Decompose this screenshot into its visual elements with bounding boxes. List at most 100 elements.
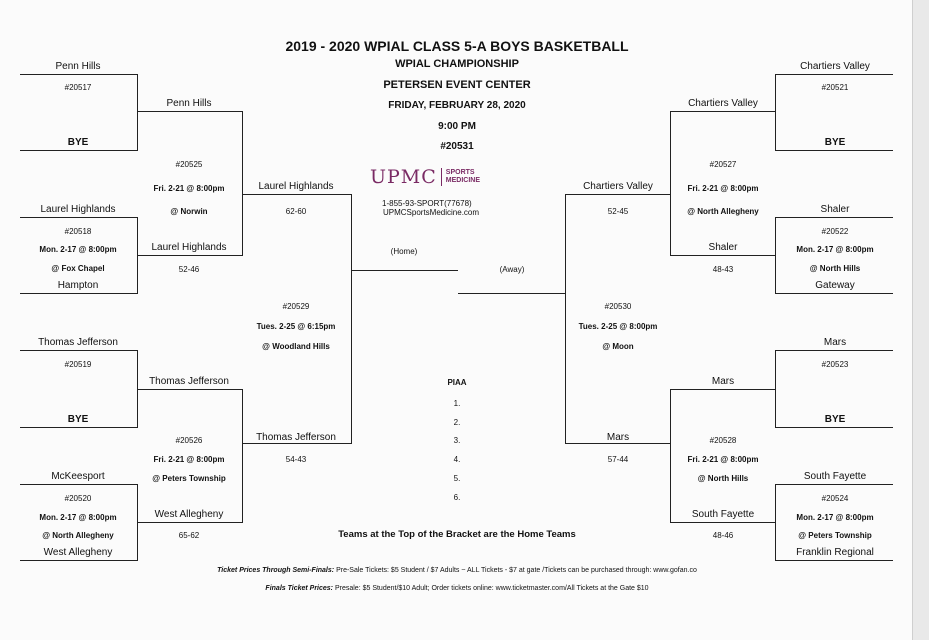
left-r2-team: Penn Hills: [166, 98, 212, 109]
bracket-line: [670, 389, 671, 522]
right-r1-team: South Fayette: [803, 471, 867, 482]
bracket-line: [565, 443, 671, 444]
right-r1-game-number: #20521: [821, 83, 849, 92]
logo-medicine: MEDICINE: [445, 177, 481, 184]
bracket-line: [565, 194, 566, 443]
right-r1-team: Shaler: [820, 204, 850, 215]
bracket-line: [670, 522, 776, 523]
left-r1-team: Penn Hills: [55, 61, 101, 72]
piaa-slot: 4.: [453, 455, 461, 464]
right-r1-team: Chartiers Valley: [800, 61, 870, 72]
right-r1-team: Gateway: [815, 280, 855, 291]
left-r2-team: West Allegheny: [154, 509, 224, 520]
right-r2-game-number: #20527: [709, 160, 737, 169]
bracket-line: [137, 74, 138, 150]
bracket-line: [137, 350, 138, 427]
bracket-line: [775, 427, 893, 428]
bracket-line: [670, 111, 671, 255]
ticket-prices-semis-label: Ticket Prices Through Semi-Finals:: [217, 567, 335, 574]
bracket-line: [775, 350, 893, 351]
bracket-line: [20, 217, 138, 218]
date-label: FRIDAY, FEBRUARY 28, 2020: [388, 100, 526, 111]
bracket-line: [137, 522, 243, 523]
left-r1-bye: BYE: [67, 414, 89, 425]
upmc-logo-word: UPMC: [370, 166, 437, 188]
logo-sports: SPORTS: [445, 169, 475, 176]
upmc-logo: UPMC SPORTS MEDICINE: [370, 166, 480, 188]
bracket-line: [775, 74, 776, 150]
bracket-line: [775, 350, 776, 427]
right-r2-date: Fri. 2-21 @ 8:00pm: [687, 184, 759, 193]
bracket-line: [137, 389, 243, 390]
right-r2-site: @ North Allegheny: [687, 207, 759, 216]
bracket-line: [137, 111, 243, 112]
bracket-line: [775, 217, 893, 218]
right-r1-game-number: #20523: [821, 360, 849, 369]
left-semi-date: Tues. 2-25 @ 6:15pm: [256, 322, 336, 331]
left-semi-site: @ Woodland Hills: [262, 342, 330, 351]
bracket-line: [458, 293, 565, 294]
bracket-line: [775, 484, 893, 485]
left-r1-team: West Allegheny: [43, 547, 113, 558]
right-r1-date: Mon. 2-17 @ 8:00pm: [796, 513, 874, 522]
left-r1-game-number: #20518: [64, 227, 92, 236]
right-r2-team: Shaler: [708, 242, 738, 253]
right-semi-site: @ Moon: [602, 342, 634, 351]
bracket-line: [775, 74, 893, 75]
home-teams-note: Teams at the Top of the Bracket are the …: [338, 529, 576, 540]
left-r2-score: 52-46: [178, 265, 200, 274]
piaa-slot: 6.: [453, 493, 461, 502]
piaa-slot: 3.: [453, 436, 461, 445]
sponsor-phone: 1-855-93-SPORT(77678): [382, 199, 472, 208]
piaa-slot: 5.: [453, 474, 461, 483]
right-r1-game-number: #20522: [821, 227, 849, 236]
left-r1-team: Thomas Jefferson: [38, 337, 118, 348]
logo-sports-medicine: SPORTS MEDICINE: [446, 169, 480, 185]
final-home-label: (Home): [390, 247, 418, 256]
piaa-slot: 1.: [453, 399, 461, 408]
piaa-slot: 2.: [453, 418, 461, 427]
bracket-line: [775, 293, 893, 294]
ticket-prices-finals: Finals Ticket Prices: Presale: $5 Studen…: [265, 584, 648, 593]
left-semi-team: Laurel Highlands: [258, 181, 334, 192]
bracket-line: [20, 427, 138, 428]
left-r2-date: Fri. 2-21 @ 8:00pm: [153, 455, 225, 464]
right-r2-team: South Fayette: [691, 509, 755, 520]
left-semi-game-number: #20529: [282, 302, 310, 311]
bracket-line: [242, 111, 243, 255]
right-r2-team: Chartiers Valley: [688, 98, 758, 109]
left-r1-team: Laurel Highlands: [40, 204, 116, 215]
right-semi-game-number: #20530: [604, 302, 632, 311]
left-r2-site: @ Peters Township: [152, 474, 226, 483]
ticket-prices-semis: Ticket Prices Through Semi-Finals: Pre-S…: [217, 566, 697, 575]
right-semi-score: 57-44: [607, 455, 629, 464]
bracket-line: [775, 150, 893, 151]
bracket-line: [20, 74, 138, 75]
bracket-line: [775, 560, 893, 561]
sponsor-site: UPMCSportsMedicine.com: [383, 208, 480, 217]
left-r1-game-number: #20517: [64, 83, 92, 92]
left-r1-site: @ North Allegheny: [42, 531, 114, 540]
right-semi-score: 52-45: [607, 207, 629, 216]
right-r1-game-number: #20524: [821, 494, 849, 503]
left-r1-team: McKeesport: [51, 471, 105, 482]
right-r2-team: Mars: [711, 376, 735, 387]
bracket-line: [670, 111, 776, 112]
bracket-line: [351, 270, 458, 271]
bracket-line: [20, 293, 138, 294]
left-semi-team: Thomas Jefferson: [256, 432, 336, 443]
right-r1-bye: BYE: [824, 414, 846, 425]
left-r2-score: 65-62: [178, 531, 200, 540]
right-r1-team: Mars: [823, 337, 847, 348]
bracket-line: [351, 194, 352, 443]
venue-label: PETERSEN EVENT CENTER: [383, 79, 531, 91]
left-r2-game-number: #20526: [175, 436, 203, 445]
final-game-number: #20531: [440, 141, 474, 152]
left-r1-game-number: #20520: [64, 494, 92, 503]
logo-divider: [440, 168, 442, 186]
right-r1-site: @ Peters Township: [798, 531, 872, 540]
left-r2-date: Fri. 2-21 @ 8:00pm: [153, 184, 225, 193]
left-r2-game-number: #20525: [175, 160, 203, 169]
left-semi-score: 54-43: [285, 455, 307, 464]
